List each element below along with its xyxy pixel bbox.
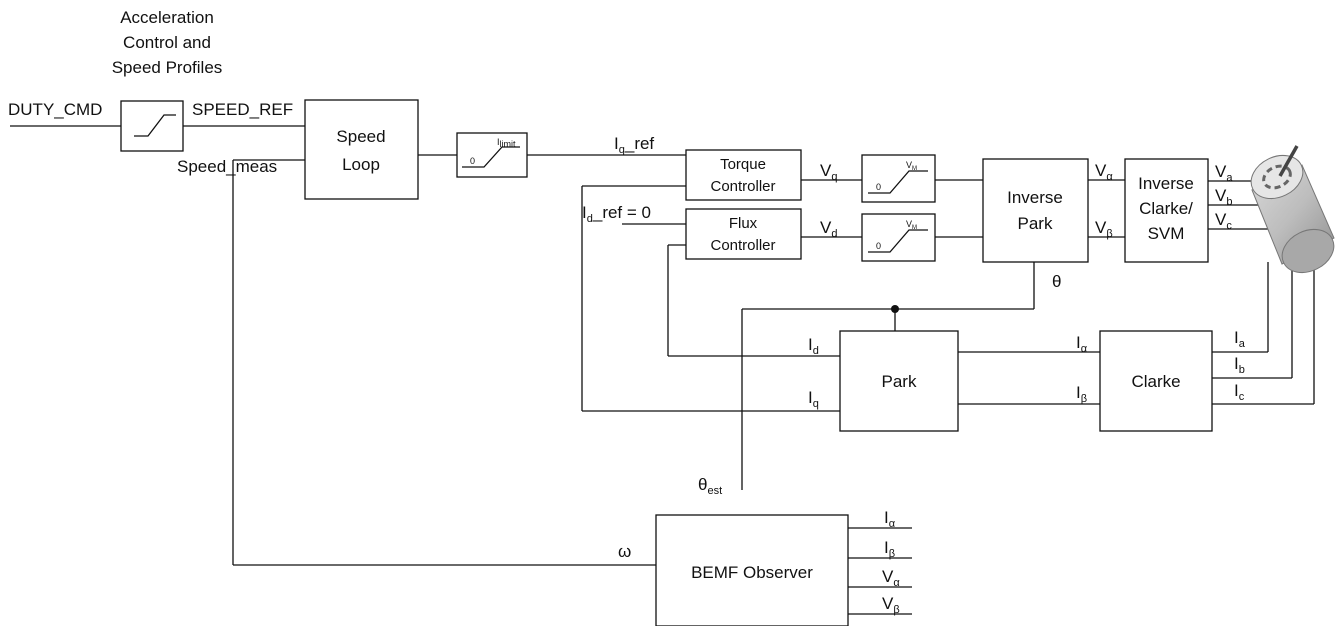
vb-label: Vb — [1215, 186, 1232, 208]
observer-vbeta-label: Vβ — [882, 594, 900, 616]
observer-ialpha-label: Iα — [884, 508, 896, 530]
speed-loop-label-1: Speed — [336, 127, 385, 146]
va-label: Va — [1215, 162, 1233, 184]
inverse-park-label-1: Inverse — [1007, 188, 1063, 207]
ic-label: Ic — [1234, 381, 1245, 403]
iq-label: Iq — [808, 388, 819, 410]
ialpha-label: Iα — [1076, 333, 1088, 355]
vc-label: Vc — [1215, 210, 1232, 232]
vbeta-label: Vβ — [1095, 218, 1113, 240]
theta-est-label: θest — [698, 475, 722, 497]
speed-loop-label-2: Loop — [342, 155, 380, 174]
inverse-park-block — [983, 159, 1088, 262]
iq-ref-label: Iq_ref — [614, 134, 654, 156]
torque-controller-label-2: Controller — [710, 178, 775, 195]
accel-title-line-2: Control and — [123, 33, 211, 52]
inverse-park-label-2: Park — [1018, 214, 1053, 233]
ia-label: Ia — [1234, 328, 1246, 350]
ib-label: Ib — [1234, 354, 1245, 376]
duty-cmd-label: DUTY_CMD — [8, 100, 102, 119]
inverse-clarke-label-1: Inverse — [1138, 174, 1194, 193]
current-limiter-block: 0 Ilimit — [457, 133, 527, 177]
vq-label: Vq — [820, 161, 837, 183]
id-label: Id — [808, 335, 819, 357]
vq-limiter-block: 0 VM — [862, 155, 935, 202]
accel-ramp-block — [121, 101, 183, 151]
current-limiter-label: Ilimit — [497, 137, 516, 149]
vd-label: Vd — [820, 218, 837, 240]
id-ref-label: Id_ref = 0 — [582, 203, 651, 225]
park-label: Park — [882, 372, 917, 391]
current-limiter-zero: 0 — [470, 156, 475, 166]
inverse-clarke-label-2: Clarke/ — [1139, 199, 1193, 218]
omega-label: ω — [618, 542, 631, 561]
ibeta-label: Iβ — [1076, 383, 1087, 405]
observer-valpha-label: Vα — [882, 567, 900, 589]
theta-label: θ — [1052, 272, 1061, 291]
speed-loop-block — [305, 100, 418, 199]
bemf-observer-label: BEMF Observer — [691, 563, 813, 582]
vq-limiter-zero: 0 — [876, 182, 881, 192]
speed-meas-label: Speed_meas — [177, 157, 277, 176]
theta-junction-dot — [891, 305, 899, 313]
accel-title-line-3: Speed Profiles — [112, 58, 223, 77]
flux-controller-label-2: Controller — [710, 237, 775, 254]
vd-limiter-zero: 0 — [876, 241, 881, 251]
accel-title-line-1: Acceleration — [120, 8, 214, 27]
valpha-label: Vα — [1095, 161, 1113, 183]
flux-controller-label-1: Flux — [729, 215, 758, 232]
clarke-label: Clarke — [1131, 372, 1180, 391]
vd-limiter-block: 0 VM — [862, 214, 935, 261]
inverse-clarke-label-3: SVM — [1148, 224, 1185, 243]
torque-controller-label-1: Torque — [720, 156, 766, 173]
motor-icon — [1244, 146, 1340, 281]
speed-ref-label: SPEED_REF — [192, 100, 293, 119]
observer-ibeta-label: Iβ — [884, 538, 895, 560]
